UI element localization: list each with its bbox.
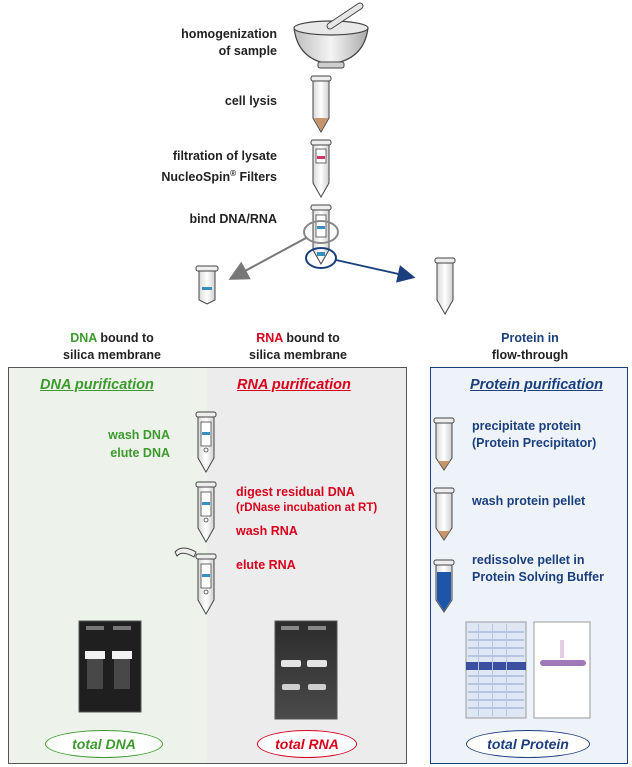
rna-elution-tube-icon [174, 547, 217, 616]
protein-branch-header-line2: flow-through [491, 348, 569, 362]
step-filtration: filtration of lysate NucleoSpin® Filters [161, 148, 277, 186]
flowthrough-tube-icon [434, 257, 456, 316]
protein-branch-header: Protein in flow-through [460, 330, 600, 364]
step-bind: bind DNA/RNA [189, 212, 278, 226]
filters-text: Filters [236, 170, 277, 185]
mortar-pestle-icon [293, 2, 369, 69]
rna-panel-title: RNA purification [237, 377, 351, 393]
dna-column-tube-icon [195, 411, 217, 474]
total-rna-result: total RNA [257, 730, 357, 758]
arrow-to-membrane [228, 237, 307, 280]
rna-branch-header-line2: silica membrane [249, 348, 347, 362]
step-filtration-line2: NucleoSpin® Filters [161, 165, 277, 186]
protein-precipitate-step: precipitate protein (Protein Precipitato… [472, 418, 596, 452]
rna-gel-image [274, 620, 338, 720]
protein-precipitate-tube-icon [433, 417, 455, 471]
rna-branch-header: RNA bound to silica membrane [218, 330, 378, 364]
dna-branch-header-line2: silica membrane [63, 348, 161, 362]
column-tube-icon [195, 265, 219, 305]
dna-wash-step: wash DNA [108, 428, 170, 442]
flowthrough-highlight [305, 247, 337, 269]
dna-branch-header: DNA bound to silica membrane [32, 330, 192, 364]
rna-digest-step: digest residual DNA (rDNase incubation a… [236, 484, 377, 516]
dna-gel-image [78, 620, 142, 713]
rna-elute-step: elute RNA [236, 558, 296, 572]
rna-digest-line1: digest residual DNA [236, 485, 355, 499]
dna-word: DNA [70, 331, 97, 345]
rna-digest-line2: (rDNase incubation at RT) [236, 502, 378, 514]
western-blot-image [533, 621, 591, 719]
protein-wash-tube-icon [433, 487, 455, 541]
total-protein-result: total Protein [466, 730, 590, 758]
dna-panel-title: DNA purification [40, 377, 154, 393]
protein-redissolve-step: redissolve pellet in Protein Solving Buf… [472, 552, 604, 586]
nucleospin-text: NucleoSpin [161, 170, 231, 185]
protein-panel [430, 367, 628, 764]
dna-elute-step: elute DNA [110, 446, 170, 460]
rna-wash-step: wash RNA [236, 524, 298, 538]
dna-bound-to: bound to [96, 331, 154, 345]
dna-steps: wash DNA elute DNA [108, 426, 170, 462]
rna-column-tube-icon [195, 481, 217, 544]
step-homogenization-line2: of sample [218, 44, 277, 58]
bind-tube-icon [310, 204, 332, 266]
protein-dissolved-tube-icon [433, 559, 455, 613]
protein-branch-header-line1: Protein in [501, 331, 559, 345]
arrow-to-flowthrough [335, 259, 416, 283]
filter-tube-icon [310, 139, 332, 199]
registered-mark: ® [230, 169, 236, 178]
protein-redissolve-line2: Protein Solving Buffer [472, 570, 604, 584]
lysis-tube-icon [310, 75, 332, 134]
rna-branch-header-line1: RNA bound to [218, 330, 378, 347]
protein-precipitate-line2: (Protein Precipitator) [472, 436, 597, 450]
step-homogenization: homogenization of sample [181, 26, 277, 60]
protein-panel-title: Protein purification [470, 377, 603, 393]
dna-branch-header-line1: DNA bound to [32, 330, 192, 347]
membrane-highlight [303, 220, 339, 244]
step-homogenization-line1: homogenization [181, 27, 277, 41]
step-cell-lysis: cell lysis [224, 94, 277, 108]
protein-wash-step: wash protein pellet [472, 494, 586, 508]
protein-precipitate-line1: precipitate protein [472, 419, 582, 433]
protein-redissolve-line1: redissolve pellet in [472, 553, 585, 567]
rna-word: RNA [256, 331, 283, 345]
protein-gel-image [465, 621, 527, 719]
rna-bound-to: bound to [282, 331, 340, 345]
total-dna-result: total DNA [45, 730, 163, 758]
step-filtration-line1: filtration of lysate [172, 149, 277, 163]
